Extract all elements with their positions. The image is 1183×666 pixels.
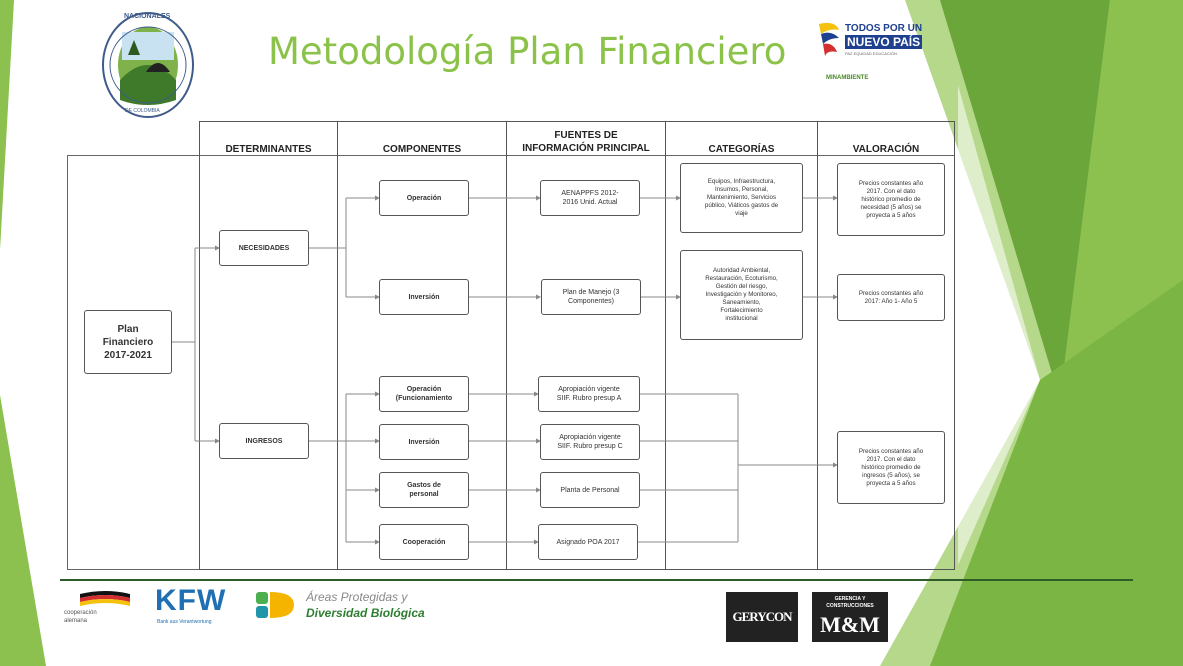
node-comp-gastos-personal: Gastos de personal xyxy=(379,472,469,508)
cat-operacion-line-2: Insumos, Personal, xyxy=(715,186,768,193)
header-fuentes-line1: FUENTES DE xyxy=(554,130,618,141)
val-operacion-line-3: histórico promedio de xyxy=(861,195,921,203)
node-comp-inversion: Inversión xyxy=(379,279,469,315)
node-cat-inversion: Autoridad Ambiental, Restauración, Ecotu… xyxy=(680,250,803,340)
fuente-aenappfs-line-1: AENAPPFS 2012- xyxy=(561,190,619,197)
node-ingresos: INGRESOS xyxy=(219,423,309,459)
cat-inversion-line-3: Gestión del riesgo, xyxy=(715,283,768,290)
parques-logo-text-bottom: DE COLOMBIA xyxy=(125,108,160,114)
kfw-logo-subtitle: Bank aus Verantwortung xyxy=(157,619,212,625)
node-comp-cooperacion: Cooperación xyxy=(379,524,469,560)
colombia-flag-brush-icon xyxy=(819,22,839,56)
val-operacion-line-2: 2017. Con el dato xyxy=(866,187,916,195)
cat-inversion-line-2: Restauración, Ecoturismo, xyxy=(705,275,778,282)
kfw-logo: KFW xyxy=(155,584,227,617)
fuente-apropiacion-c-line-2: SIIF. Rubro presup C xyxy=(557,443,623,450)
left-green-sliver-top xyxy=(0,0,14,250)
plan-line-3: 2017-2021 xyxy=(104,349,152,361)
node-val-operacion: Precios constantes año 2017. Con el dato… xyxy=(837,163,945,236)
node-comp-operacion: Operación xyxy=(379,180,469,216)
cat-inversion-line-4: Investigación y Monitoreo, xyxy=(705,291,778,298)
mm-logo-top-text: GERENCIA Y CONSTRUCCIONES xyxy=(826,596,874,609)
parques-logo-text-top: NACIONALES xyxy=(124,13,171,20)
comp-funcionamiento-line-1: Operación xyxy=(406,386,442,393)
areas-protegidas-icon xyxy=(256,592,294,618)
cat-operacion-line-3: Mantenimiento, Servicios xyxy=(706,194,777,201)
val-operacion-line-4: necesidad (5 años) se xyxy=(860,203,922,211)
left-green-sliver-bottom xyxy=(0,395,46,666)
node-val-inversion: Precios constantes año 2017: Año 1- Año … xyxy=(837,274,945,321)
node-comp-funcionamiento: Operación (Funcionamiento xyxy=(379,376,469,412)
gov-logo-line2: NUEVO PAÍS xyxy=(845,35,923,49)
node-cat-operacion: Equipos, Infraestructura, Insumos, Perso… xyxy=(680,163,803,233)
column-valoracion xyxy=(817,121,955,570)
header-componentes: COMPONENTES xyxy=(382,144,462,155)
cat-inversion-line-1: Autoridad Ambiental, xyxy=(712,267,771,274)
fuente-apropiacion-a-line-2: SIIF. Rubro presup A xyxy=(556,395,622,402)
gerycon-logo: GERYCON xyxy=(726,592,798,642)
node-fuente-aenappfs: AENAPPFS 2012- 2016 Unid. Actual xyxy=(540,180,640,216)
val-inversion-line-1: Precios constantes año xyxy=(858,289,924,297)
comp-gastos-line-2: personal xyxy=(409,491,439,498)
val-ingresos-line-1: Precios constantes año xyxy=(858,447,924,455)
node-val-ingresos: Precios constantes año 2017. Con el dato… xyxy=(837,431,945,504)
fuente-apropiacion-c-line-1: Apropiación vigente xyxy=(559,434,621,441)
cat-operacion-line-5: viaje xyxy=(735,210,748,217)
column-determinantes xyxy=(199,121,338,570)
val-operacion-line-5: proyecta a 5 años xyxy=(866,211,916,219)
node-necesidades: NECESIDADES xyxy=(219,230,309,266)
node-fuente-poa: Asignado POA 2017 xyxy=(538,524,638,560)
val-ingresos-line-4: ingresos (5 años), se xyxy=(862,471,920,479)
node-comp-inversion-ingresos: Inversión xyxy=(379,424,469,460)
plan-line-1: Plan xyxy=(117,323,139,335)
cat-inversion-line-5: Saneamiento, xyxy=(722,299,761,306)
areas-protegidas-line2: Diversidad Biológica xyxy=(306,606,425,620)
cat-inversion-line-6: Fortalecimiento xyxy=(720,307,763,314)
val-ingresos-line-3: histórico promedio de xyxy=(861,463,921,471)
plan-line-2: Financiero xyxy=(102,336,154,348)
cat-operacion-line-4: público, Viáticos gastos de xyxy=(704,202,779,209)
node-fuente-apropiacion-a: Apropiación vigente SIIF. Rubro presup A xyxy=(538,376,640,412)
slide-title: Metodología Plan Financiero xyxy=(268,30,787,73)
node-fuente-apropiacion-c: Apropiación vigente SIIF. Rubro presup C xyxy=(540,424,640,460)
cat-inversion-line-7: institucional xyxy=(725,315,758,322)
node-plan-financiero: Plan Financiero 2017-2021 xyxy=(84,310,172,374)
fuente-plan-manejo-line-1: Plan de Manejo (3 xyxy=(562,289,620,296)
gov-logo-line3: PAZ EQUIDAD EDUCACIÓN xyxy=(845,51,897,56)
header-valoracion: VALORACIÓN xyxy=(852,144,920,155)
areas-protegidas-line1: Áreas Protegidas y xyxy=(306,590,408,604)
val-inversion-line-2: 2017: Año 1- Año 5 xyxy=(864,297,918,305)
right-green-band-bottom xyxy=(930,280,1183,666)
header-categorias: CATEGORÍAS xyxy=(708,144,775,155)
fuente-apropiacion-a-line-1: Apropiación vigente xyxy=(558,386,620,393)
fuente-aenappfs-line-2: 2016 Unid. Actual xyxy=(562,199,618,206)
right-green-band-white-cut xyxy=(958,85,1040,565)
gov-logo-line1: TODOS POR UN xyxy=(845,23,923,34)
parques-nacionales-logo xyxy=(102,12,194,118)
node-fuente-planta-personal: Planta de Personal xyxy=(540,472,640,508)
right-green-band-dark xyxy=(940,0,1110,400)
val-operacion-line-1: Precios constantes año xyxy=(858,179,924,187)
comp-funcionamiento-line-2: (Funcionamiento xyxy=(395,395,453,402)
mm-logo-main-text: M&M xyxy=(820,612,880,637)
cat-operacion-line-1: Equipos, Infraestructura, xyxy=(707,178,776,185)
header-fuentes-line2: INFORMACIÓN PRINCIPAL xyxy=(522,143,650,154)
comp-gastos-line-1: Gastos de xyxy=(407,482,441,489)
val-ingresos-line-5: proyecta a 5 años xyxy=(866,479,916,487)
fuente-plan-manejo-line-2: Componentes) xyxy=(568,298,614,305)
mm-logo: GERENCIA Y CONSTRUCCIONES M&M xyxy=(812,592,888,642)
gov-ministry-label: MINAMBIENTE xyxy=(826,75,869,81)
coop-alemana-line1: cooperación xyxy=(64,610,97,616)
header-determinantes: DETERMINANTES xyxy=(225,144,312,155)
val-ingresos-line-2: 2017. Con el dato xyxy=(866,455,916,463)
german-flag-wave-icon xyxy=(80,591,130,606)
node-fuente-plan-manejo: Plan de Manejo (3 Componentes) xyxy=(541,279,641,315)
coop-alemana-line2: alemana xyxy=(64,618,88,624)
